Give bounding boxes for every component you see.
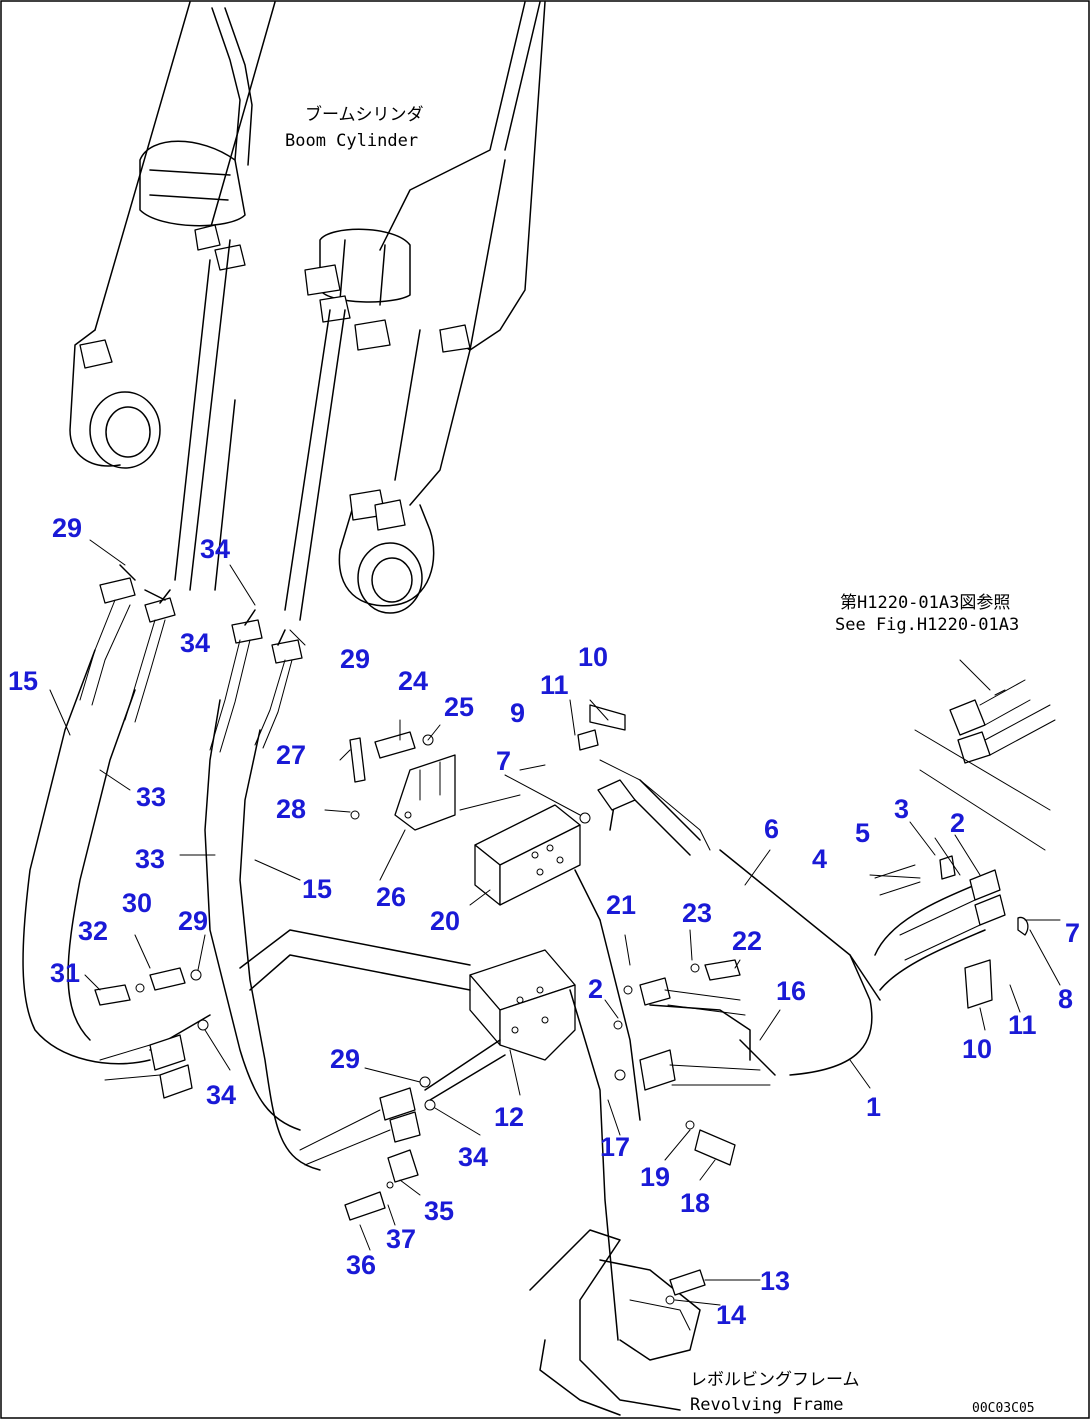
callout-25: 25 <box>444 692 474 722</box>
callout-15: 15 <box>8 666 38 696</box>
revolving-frame-label-jp: レボルビングフレーム <box>690 1370 860 1390</box>
callout-1: 1 <box>866 1092 881 1122</box>
callout-33: 33 <box>135 844 165 874</box>
lower-fittings <box>94 704 771 1221</box>
valve-block-12 <box>469 949 576 1061</box>
callout-2: 2 <box>950 808 965 838</box>
bracket-26 <box>394 754 456 831</box>
callout-17: 17 <box>600 1132 630 1162</box>
leader-lines <box>49 539 1061 1306</box>
callout-20: 20 <box>430 906 460 936</box>
boom-cylinder-label-jp: ブームシリンダ <box>305 104 424 125</box>
callout-27: 27 <box>276 740 306 770</box>
callout-16: 16 <box>776 976 806 1006</box>
callout-32: 32 <box>78 916 108 946</box>
revolving-frame <box>529 1229 706 1416</box>
valve-block-20 <box>459 794 581 906</box>
callout-7: 7 <box>496 746 511 776</box>
callout-11: 11 <box>1008 1010 1037 1040</box>
callout-8: 8 <box>1058 984 1073 1014</box>
upper-hose-fittings <box>22 564 321 1171</box>
callout-15: 15 <box>302 874 332 904</box>
callout-31: 31 <box>50 958 80 988</box>
callout-10: 10 <box>578 642 608 672</box>
callout-24: 24 <box>398 666 428 696</box>
callout-33: 33 <box>136 782 166 812</box>
see-figure-note-jp: 第H1220-01A3図参照 <box>840 593 1010 613</box>
callout-30: 30 <box>122 888 152 918</box>
callout-35: 35 <box>424 1196 454 1226</box>
callout-21: 21 <box>606 890 636 920</box>
callout-6: 6 <box>764 814 779 844</box>
callout-14: 14 <box>716 1300 746 1330</box>
callout-11: 11 <box>540 670 569 700</box>
callout-5: 5 <box>855 818 870 848</box>
callout-34: 34 <box>458 1142 488 1172</box>
boom-cylinder-label: Boom Cylinder <box>285 131 418 151</box>
pipe-network <box>149 759 986 1341</box>
callout-4: 4 <box>812 844 827 874</box>
callout-36: 36 <box>346 1250 376 1280</box>
callout-34: 34 <box>206 1080 236 1110</box>
callout-9: 9 <box>510 698 525 728</box>
callouts: 29 34 34 29 15 33 33 15 24 25 27 28 26 2… <box>8 513 1080 1330</box>
callout-34: 34 <box>180 628 210 658</box>
left-boom-cylinder <box>69 1 276 591</box>
callout-18: 18 <box>680 1188 710 1218</box>
callout-3: 3 <box>894 794 909 824</box>
callout-7: 7 <box>1065 918 1080 948</box>
callout-34: 34 <box>200 534 230 564</box>
callout-37: 37 <box>386 1224 416 1254</box>
callout-26: 26 <box>376 882 406 912</box>
middle-boom-cylinder <box>284 1 546 621</box>
right-fittings <box>874 679 1056 1009</box>
callout-13: 13 <box>760 1266 790 1296</box>
callout-10: 10 <box>962 1034 992 1064</box>
callout-22: 22 <box>732 926 762 956</box>
callout-23: 23 <box>682 898 712 928</box>
callout-29: 29 <box>52 513 82 543</box>
drawing-code: 00C03C05 <box>972 1401 1035 1416</box>
callout-29: 29 <box>178 906 208 936</box>
callout-19: 19 <box>640 1162 670 1192</box>
callout-29: 29 <box>340 644 370 674</box>
callout-12: 12 <box>494 1102 524 1132</box>
callout-28: 28 <box>276 794 306 824</box>
callout-29: 29 <box>330 1044 360 1074</box>
revolving-frame-label: Revolving Frame <box>690 1395 844 1415</box>
see-figure-note: See Fig.H1220-01A3 <box>835 615 1019 635</box>
callout-2: 2 <box>588 974 603 1004</box>
